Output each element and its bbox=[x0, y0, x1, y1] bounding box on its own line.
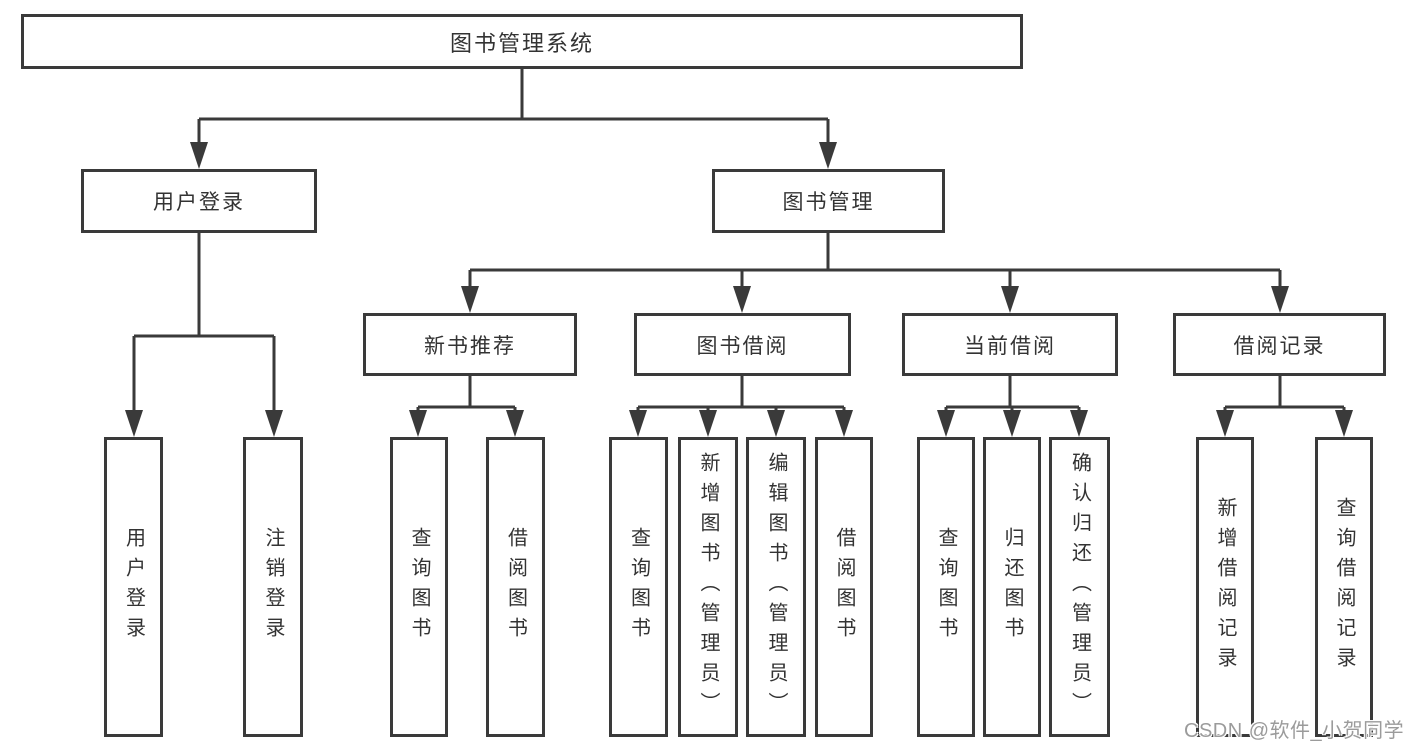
leaf-query-books-current: 查询图书 bbox=[917, 437, 975, 737]
node-book-borrow: 图书借阅 bbox=[634, 313, 851, 376]
leaf-user-login: 用户登录 bbox=[104, 437, 163, 737]
leaf-edit-book-admin: 编辑图书（管理员） bbox=[746, 437, 806, 737]
leaf-query-borrow-record: 查询借阅记录 bbox=[1315, 437, 1373, 737]
leaf-borrow-books-recommend: 借阅图书 bbox=[486, 437, 545, 737]
leaf-query-books-recommend: 查询图书 bbox=[390, 437, 448, 737]
node-user-login: 用户登录 bbox=[81, 169, 317, 233]
csdn-watermark: CSDN @软件_小贺同学 bbox=[1184, 720, 1405, 742]
leaf-logout: 注销登录 bbox=[243, 437, 303, 737]
leaf-borrow-books: 借阅图书 bbox=[815, 437, 873, 737]
leaf-add-book-admin: 新增图书（管理员） bbox=[678, 437, 738, 737]
leaf-add-borrow-record: 新增借阅记录 bbox=[1196, 437, 1254, 737]
leaf-query-books-borrow: 查询图书 bbox=[609, 437, 668, 737]
node-root: 图书管理系统 bbox=[21, 14, 1023, 69]
leaf-return-book: 归还图书 bbox=[983, 437, 1041, 737]
leaf-confirm-return-admin: 确认归还（管理员） bbox=[1049, 437, 1110, 737]
node-current-borrow: 当前借阅 bbox=[902, 313, 1118, 376]
node-borrow-records: 借阅记录 bbox=[1173, 313, 1386, 376]
node-book-management: 图书管理 bbox=[712, 169, 945, 233]
node-new-book-recommend: 新书推荐 bbox=[363, 313, 577, 376]
